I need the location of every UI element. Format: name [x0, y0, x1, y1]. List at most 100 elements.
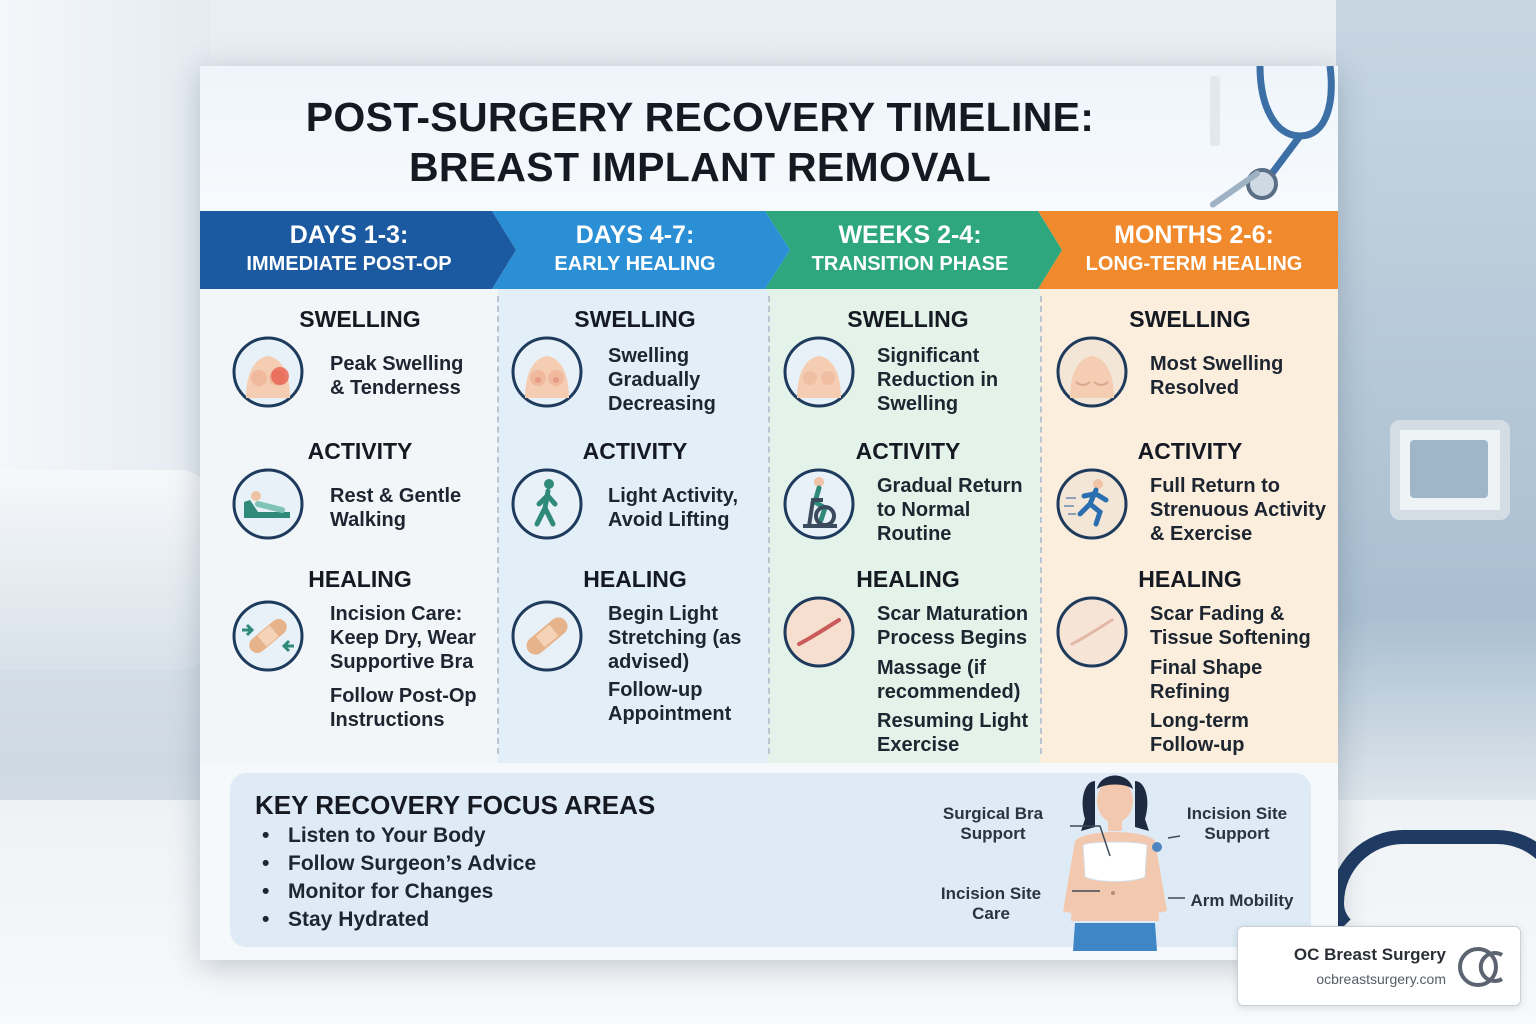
body-callout-lines — [1070, 825, 1185, 899]
activity-text-line: Routine — [877, 523, 952, 545]
phase-1-arrow — [200, 211, 516, 289]
activity-text-line: Walking — [330, 509, 406, 531]
healing-text: Begin Light Stretching (as advised) — [608, 602, 741, 674]
activity-text-line: Gradual Return — [877, 475, 1023, 497]
swelling-text-line: Decreasing — [608, 393, 716, 415]
poster-title-line2: BREAST IMPLANT REMOVAL — [408, 144, 992, 190]
phase-4-arrow — [1038, 211, 1338, 289]
label-arm-mobility: Arm Mobility — [1182, 891, 1302, 911]
healing-text-line: Tissue Softening — [1150, 627, 1311, 649]
activity-text-line: Light Activity, — [608, 485, 738, 507]
poster-title-line1: POST-SURGERY RECOVERY TIMELINE: — [305, 94, 1095, 140]
background-bed — [0, 470, 210, 670]
brand-url[interactable]: ocbreastsurgery.com — [1316, 971, 1446, 987]
label-line: Support — [1204, 824, 1270, 843]
healing-text-line: recommended) — [877, 681, 1021, 703]
activity-text-line: Rest & Gentle — [330, 485, 462, 507]
healing-title: HEALING — [1138, 566, 1242, 592]
phase-2-subheading: EARLY HEALING — [554, 253, 716, 275]
swelling-text-line: Significant — [877, 345, 980, 367]
phase-3-arrow — [765, 211, 1062, 289]
swelling-text-line: Gradually — [608, 369, 701, 391]
activity-text-line: to Normal — [877, 499, 971, 521]
healing-text: Scar Fading & Tissue Softening — [1150, 602, 1311, 650]
key-focus-list: Listen to Your Body Follow Surgeon’s Adv… — [262, 822, 536, 934]
divider — [1040, 296, 1042, 754]
swelling-text: Swelling Gradually Decreasing — [608, 344, 716, 416]
healing-title: HEALING — [583, 566, 687, 592]
swelling-text: Peak Swelling & Tenderness — [330, 352, 463, 400]
healing-text-tertiary: Resuming Light Exercise — [877, 709, 1028, 757]
label-incision-care: Incision Site Care — [928, 884, 1054, 924]
label-line: Arm Mobility — [1190, 891, 1294, 910]
healing-text-line: Follow-up — [1150, 734, 1245, 756]
swelling-title: SWELLING — [1129, 306, 1251, 332]
healing-text-line: Long-term — [1150, 710, 1249, 732]
swelling-text: Most Swelling Resolved — [1150, 352, 1283, 400]
torso-icon — [783, 336, 855, 408]
divider — [497, 296, 499, 754]
phase-3-subheading: TRANSITION PHASE — [811, 253, 1009, 275]
activity-title: ACTIVITY — [582, 438, 688, 464]
healing-title: HEALING — [308, 566, 412, 592]
activity-title: ACTIVITY — [855, 438, 961, 464]
swelling-text-line: & Tenderness — [330, 377, 461, 399]
healing-text-line: Refining — [1150, 681, 1230, 703]
torso-icon — [1056, 336, 1128, 408]
healing-text-line: Final Shape — [1150, 657, 1263, 679]
activity-title: ACTIVITY — [1137, 438, 1243, 464]
label-line: Incision Site — [940, 884, 1042, 903]
label-line: Incision Site — [1186, 804, 1288, 823]
activity-text: Light Activity, Avoid Lifting — [608, 484, 738, 532]
phase-2-header: DAYS 4-7: EARLY HEALING — [500, 220, 770, 286]
healing-text-line: Massage (if — [877, 657, 986, 679]
label-surgical-bra: Surgical Bra Support — [928, 804, 1058, 844]
swelling-text-line: Peak Swelling — [330, 353, 464, 375]
healing-text-line: Scar Maturation — [877, 603, 1029, 625]
healing-text-line: Instructions — [330, 709, 445, 731]
phase-timeline-bar — [200, 211, 1338, 289]
exercise-bike-icon — [783, 468, 855, 540]
divider — [768, 296, 770, 754]
phase-4-heading: MONTHS 2-6: — [1114, 221, 1274, 249]
activity-text: Full Return to Strenuous Activity & Exer… — [1150, 474, 1326, 546]
recovery-poster: POST-SURGERY RECOVERY TIMELINE: BREAST I… — [200, 66, 1338, 960]
swelling-text-line: Resolved — [1150, 377, 1239, 399]
healing-text: Incision Care: Keep Dry, Wear Supportive… — [330, 602, 476, 674]
swelling-title: SWELLING — [847, 306, 969, 332]
healing-text-secondary: Massage (if recommended) — [877, 656, 1020, 704]
body-figure-illustration — [1063, 775, 1167, 951]
swelling-title: SWELLING — [299, 306, 421, 332]
swelling-text: Significant Reduction in Swelling — [877, 344, 998, 416]
poster-header — [200, 66, 1338, 212]
phase-3-heading: WEEKS 2-4: — [838, 221, 982, 249]
swelling-text-line: Swelling — [877, 393, 959, 415]
label-line: Surgical Bra — [942, 804, 1044, 823]
healing-text-line: advised) — [608, 651, 690, 673]
phase-3-header: WEEKS 2-4: TRANSITION PHASE — [775, 220, 1045, 286]
resting-person-icon — [232, 468, 304, 540]
healing-text-line: Appointment — [608, 703, 732, 725]
healing-text-line: Process Begins — [877, 627, 1028, 649]
bandage-icon — [511, 600, 583, 672]
brand-badge[interactable]: OC Breast Surgery ocbreastsurgery.com — [1237, 926, 1521, 1006]
healing-text-line: Resuming Light — [877, 710, 1029, 732]
label-line: Support — [960, 824, 1026, 843]
brand-name: OC Breast Surgery — [1293, 945, 1446, 964]
healing-text-line: Begin Light — [608, 603, 718, 625]
phase-4-subheading: LONG-TERM HEALING — [1085, 253, 1303, 275]
healing-title: HEALING — [856, 566, 960, 592]
scar-icon — [783, 596, 855, 668]
phase-2-arrow — [492, 211, 790, 289]
healing-text-secondary: Final Shape Refining — [1150, 656, 1262, 704]
bandage-icon — [232, 600, 304, 672]
list-item: Stay Hydrated — [262, 906, 536, 934]
healing-text-line: Follow-up — [608, 679, 703, 701]
activity-text-line: & Exercise — [1150, 523, 1253, 545]
activity-text: Rest & Gentle Walking — [330, 484, 461, 532]
background-monitor-screen — [1410, 440, 1488, 498]
swelling-text-line: Most Swelling — [1150, 353, 1284, 375]
phase-1-header: DAYS 1-3: IMMEDIATE POST-OP — [200, 220, 498, 286]
torso-icon — [232, 336, 304, 408]
activity-text: Gradual Return to Normal Routine — [877, 474, 1023, 546]
